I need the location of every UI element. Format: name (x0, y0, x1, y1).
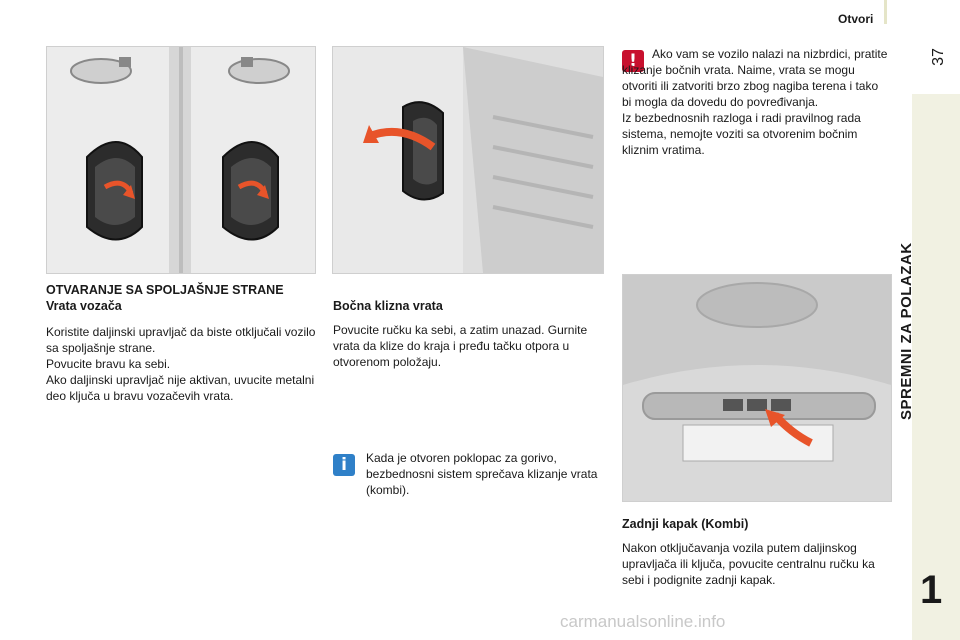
paragraph: Povucite ručku ka sebi, a zatim unazad. … (333, 323, 588, 369)
chapter-title: SPREMNI ZA POLAZAK (898, 242, 915, 420)
subheading-rear-tailgate: Zadnji kapak (Kombi) (622, 517, 749, 531)
sliding-door-section: Bočna klizna vrata Povucite ručku ka seb… (333, 298, 603, 370)
subheading-sliding-door: Bočna klizna vrata (333, 299, 443, 313)
chapter-sidebar (912, 94, 960, 640)
header-divider (884, 0, 887, 24)
info-icon: i (333, 454, 355, 476)
car-top-icon-right (228, 57, 290, 84)
section-heading: OTVARANJE SA SPOLJAŠNJE STRANE (46, 283, 284, 297)
warning-note: Ako vam se vozilo nalazi na nizbrdici, p… (622, 46, 890, 158)
sliding-door-illustration (333, 47, 603, 273)
paragraph: Povucite bravu ka sebi. (46, 357, 171, 371)
driver-door-handle-illustration (47, 47, 315, 273)
warning-text: Iz bezbednosnih razloga i radi pravilnog… (622, 111, 861, 157)
chapter-number: 1 (920, 568, 943, 612)
paragraph: Koristite daljinski upravljač da biste o… (46, 325, 316, 355)
page-number: 37 (929, 48, 947, 66)
driver-door-section: OTVARANJE SA SPOLJAŠNJE STRANE Vrata voz… (46, 282, 318, 404)
info-note-text: Kada je otvoren poklopac za gorivo, bezb… (366, 451, 598, 497)
subheading-driver-door: Vrata vozača (46, 299, 122, 313)
watermark: carmanualsonline.info (560, 612, 726, 631)
car-top-icon-left (70, 57, 132, 84)
rear-tailgate-illustration (623, 275, 891, 501)
warning-icon: ! (622, 50, 644, 72)
rear-tailgate-photo (622, 274, 892, 502)
sliding-door-photo (332, 46, 604, 274)
paragraph: Nakon otključavanja vozila putem daljins… (622, 541, 875, 587)
paragraph: Ako daljinski upravljač nije aktivan, uv… (46, 373, 315, 403)
rear-tailgate-section: Zadnji kapak (Kombi) Nakon otključavanja… (622, 516, 890, 588)
pull-back-arrow-icon (371, 127, 436, 151)
section-title: Otvori (838, 12, 874, 26)
info-note: Kada je otvoren poklopac za gorivo, bezb… (366, 450, 602, 498)
warning-text: Ako vam se vozilo nalazi na nizbrdici, p… (622, 47, 888, 109)
driver-door-handle-photo (46, 46, 316, 274)
